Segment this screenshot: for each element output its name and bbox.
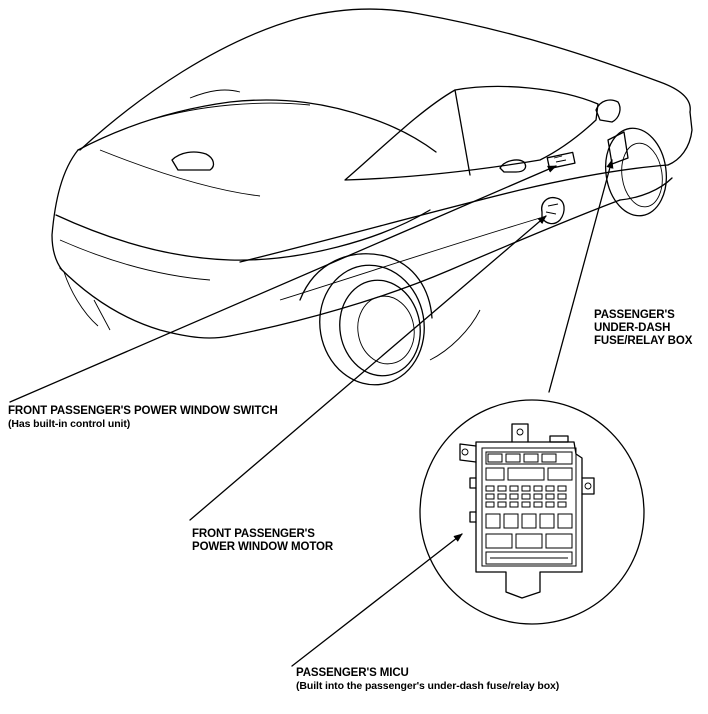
fusebox-label-line3: FUSE/RELAY BOX (594, 335, 693, 347)
motor-label-line2: POWER WINDOW MOTOR (192, 541, 334, 553)
switch-label-note: (Has built-in control unit) (8, 418, 131, 430)
micu-label-title: PASSENGER'S MICU (296, 667, 409, 679)
micu-label-note: (Built into the passenger's under-dash f… (296, 680, 560, 692)
fusebox-label-line2: UNDER-DASH (594, 322, 671, 334)
motor-label: FRONT PASSENGER'S POWER WINDOW MOTOR (192, 528, 333, 554)
switch-label: FRONT PASSENGER'S POWER WINDOW SWITCH (H… (8, 405, 278, 431)
fusebox-label-line1: PASSENGER'S (594, 309, 675, 321)
car-illustration (51, 8, 693, 386)
window-switch-icon (546, 151, 576, 170)
switch-label-title: FRONT PASSENGER'S POWER WINDOW SWITCH (8, 405, 278, 417)
motor-label-line1: FRONT PASSENGER'S (192, 528, 315, 540)
micu-label: PASSENGER'S MICU (Built into the passeng… (296, 667, 559, 693)
leader-lines (9, 159, 614, 667)
fusebox-label: PASSENGER'S UNDER-DASH FUSE/RELAY BOX (594, 309, 692, 348)
window-motor-icon (541, 196, 565, 225)
fusebox-detail (419, 399, 645, 625)
fusebox-small-icon (607, 131, 629, 165)
